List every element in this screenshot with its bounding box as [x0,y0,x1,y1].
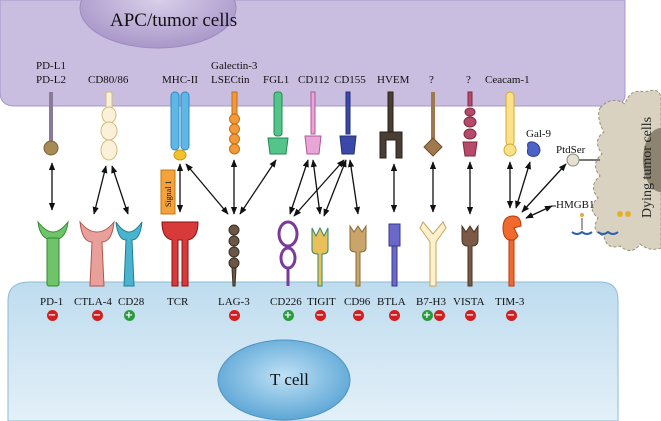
arrow-ptdser-tim3 [521,163,567,213]
fgl1-ligand [267,91,289,155]
arrow-cd155-cd96 [347,159,361,215]
receptor-label-tim-3: TIM-3 [495,296,525,308]
ptdser-label: PtdSer [556,144,586,156]
lag-3-receptor [228,224,240,287]
cd80-86-ligand [100,91,118,161]
unknown-ligand-1-label: ? [429,74,434,86]
minus-sign-tigit: − [314,310,326,321]
tcell-nucleus [217,339,351,421]
arrow-gal9-tim3 [515,161,531,209]
btla-receptor [388,223,401,287]
ceacam-1-ligand [503,91,517,157]
receptor-label-cd28: CD28 [118,296,145,308]
hmgb1-label: HMGB1 [556,199,595,211]
gal-9-ligand [526,141,541,157]
arrow-hmgb1-tim3 [525,205,553,219]
hvem-ligand [379,91,403,159]
galectin-3-ligand [229,91,240,155]
receptor-label-tigit: TIGIT [307,296,336,308]
arrow-cd112-cd226 [289,159,309,215]
pd-l1-label: PD-L1 [36,60,66,72]
interaction-arrows [48,159,567,219]
tcr-receptor [161,221,199,287]
hvem-label: HVEM [377,74,410,86]
hmgb1-ligand [571,211,631,235]
minus-sign-ctla-4: − [91,310,103,321]
arrow-fgl1-lag3 [239,159,277,215]
pd-l2-label: PD-L2 [36,74,66,86]
dying-nucleus [643,128,661,192]
gal-9-label: Gal-9 [526,128,552,140]
pd-l1-ligand [43,92,59,156]
dying-tumor-cell [591,89,661,251]
fgl1-label: FGL1 [263,74,290,86]
mhc-ii-ligand [170,91,190,161]
ctla-4-receptor [79,220,115,287]
receptor-label-vista: VISTA [453,296,485,308]
signal-1-box [160,169,176,215]
cd28-receptor [115,221,143,287]
plus-sign-b7-h3: + [421,310,433,321]
cd112-ligand [304,91,322,155]
tcell-label: T cell [270,370,309,389]
ptdser-ligand [566,153,600,167]
receptor-label-pd-1: PD-1 [40,296,64,308]
minus-sign-cd96: − [352,310,364,321]
arrow-cd80-cd28 [111,165,129,215]
unknown-ligand-2 [462,91,478,157]
minus-sign-vista: − [464,310,476,321]
arrow-cd80-ctla4 [92,165,108,215]
receptor-label-tcr: TCR [167,296,189,308]
unknown-ligand-1 [423,92,443,157]
receptor-label-cd226: CD226 [270,296,302,308]
minus-sign-btla: − [388,310,400,321]
minus-sign-tim-3: − [505,310,517,321]
dying-tumor-label: Dying tumor cells [640,116,655,218]
minus-sign-pd-1: − [46,310,58,321]
arrow-cd112-tigit [310,159,323,215]
apc-cell-label: APC/tumor cells [110,10,238,31]
arrow-mhc-lag3 [185,163,229,215]
tim-3-receptor [502,215,522,287]
apc-nucleus [79,0,237,49]
b7-h3-receptor [419,221,447,287]
receptor-label-btla: BTLA [377,296,406,308]
pd-1-receptor [37,220,69,287]
receptor-label-ctla-4: CTLA-4 [74,296,112,308]
cd112-label: CD112 [298,74,330,86]
tigit-receptor [311,226,329,287]
receptor-label-b7-h3: B7-H3 [416,296,446,308]
ceacam-1-label: Ceacam-1 [485,74,530,86]
cd155-label: CD155 [334,74,366,86]
signal-1-label: Signal 1 [164,180,173,207]
arrow-cd155-tigit [323,159,347,217]
cd226-receptor [277,220,299,286]
plus-sign-cd226: + [282,310,294,321]
receptor-label-cd96: CD96 [344,296,371,308]
plus-sign-cd28: + [123,310,135,321]
vista-receptor [461,224,479,287]
lsectin-label: LSECtin [211,74,250,86]
minus-sign-lag-3: − [228,310,240,321]
minus-sign-b7-h3: − [433,310,445,321]
cd155-ligand [339,91,357,155]
cd96-receptor [349,224,367,287]
galectin-3-label: Galectin-3 [211,60,258,72]
unknown-ligand-2-label: ? [466,74,471,86]
cd80-86-label: CD80/86 [88,74,129,86]
mhc-ii-label: MHC-II [162,74,199,86]
receptor-label-lag-3: LAG-3 [218,296,250,308]
